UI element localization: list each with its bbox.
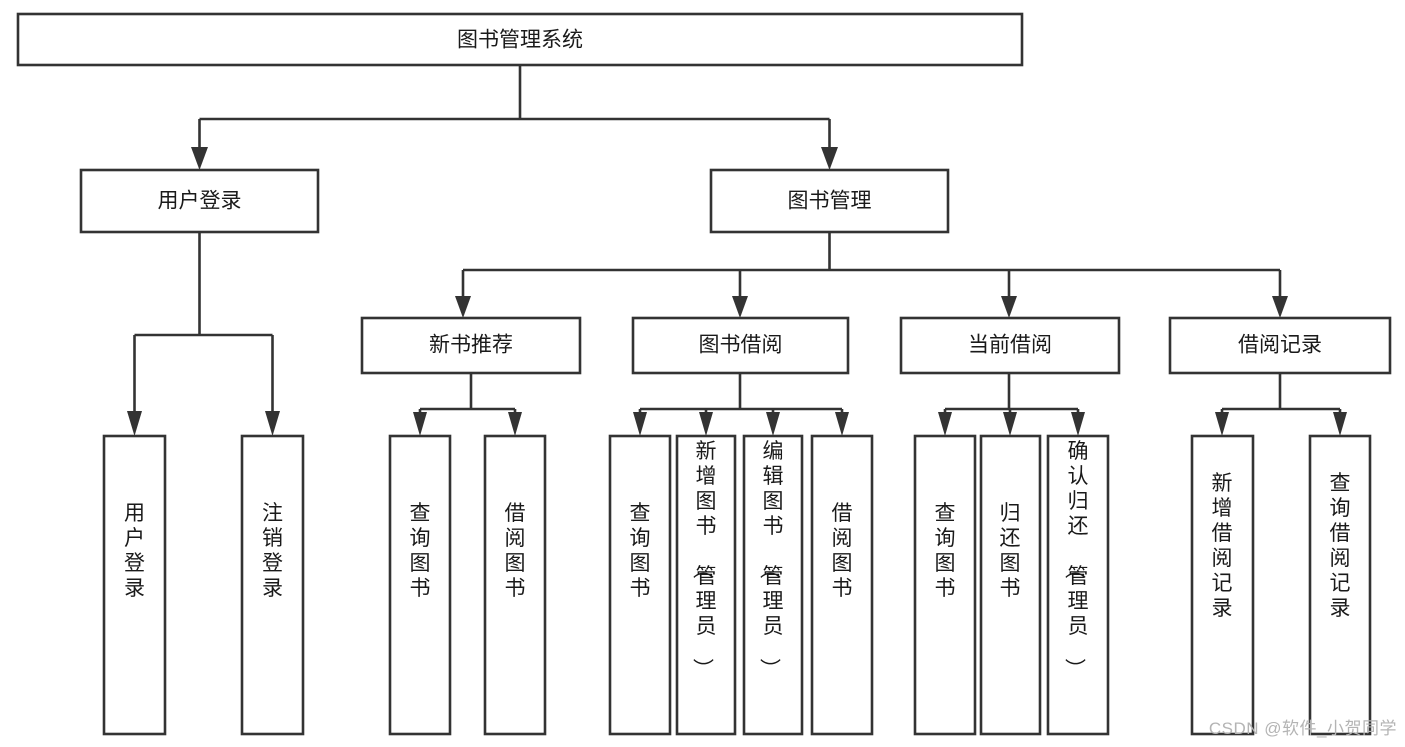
- leaf-query-book-1-box[interactable]: [388, 434, 452, 736]
- node-leaf-confirm-return[interactable]: 确认归还（管理员）: [1046, 434, 1110, 736]
- book-manage-label: 图书管理: [788, 190, 872, 213]
- leaf-add-book-box[interactable]: [675, 434, 737, 736]
- leaf-query-book-1-label: 查询图书: [410, 502, 431, 600]
- leaf-add-record-box[interactable]: [1190, 434, 1255, 736]
- user-login-label: 用户登录: [158, 190, 242, 213]
- node-leaf-query-record[interactable]: 查询借阅记录: [1308, 434, 1372, 736]
- leaf-add-record-label: 新增借阅记录: [1212, 472, 1233, 620]
- arrow-head-leaf-borrow-book-2: [835, 412, 849, 436]
- leaf-query-record-label: 查询借阅记录: [1330, 472, 1351, 620]
- arrow-head-book-borrow: [732, 296, 748, 318]
- arrow-head-leaf-query-book-3: [938, 412, 952, 436]
- node-leaf-query-book-2[interactable]: 查询图书: [608, 434, 672, 736]
- leaf-user-logout-label: 注销登录: [262, 502, 283, 600]
- borrow-record-box[interactable]: [1168, 316, 1392, 375]
- node-current-borrow[interactable]: 当前借阅: [899, 316, 1121, 375]
- leaf-query-record-box[interactable]: [1308, 434, 1372, 736]
- leaf-query-book-3-label: 查询图书: [935, 502, 956, 600]
- arrow-head-user-login: [191, 147, 208, 170]
- node-book-manage[interactable]: 图书管理: [709, 168, 950, 234]
- node-new-book-rec[interactable]: 新书推荐: [360, 316, 582, 375]
- node-leaf-user-logout[interactable]: 注销登录: [240, 434, 305, 736]
- node-book-borrow[interactable]: 图书借阅: [631, 316, 850, 375]
- arrow-head-borrow-record: [1272, 296, 1288, 318]
- leaf-add-book-label: 新增图书（管理员）: [691, 440, 717, 679]
- root-box[interactable]: [16, 12, 1024, 67]
- leaf-user-login-box[interactable]: [102, 434, 167, 736]
- leaf-confirm-return-box[interactable]: [1046, 434, 1110, 736]
- book-manage-box[interactable]: [709, 168, 950, 234]
- arrow-head-leaf-user-login: [127, 411, 142, 436]
- node-root[interactable]: 图书管理系统: [16, 12, 1024, 67]
- leaf-return-book-label: 归还图书: [1000, 502, 1021, 600]
- new-book-rec-box[interactable]: [360, 316, 582, 375]
- leaf-borrow-book-2-label: 借阅图书: [832, 502, 853, 600]
- arrow-head-leaf-edit-book: [766, 412, 780, 436]
- arrow-head-book-manage: [821, 147, 838, 170]
- arrow-head-leaf-query-book-1: [413, 412, 427, 436]
- leaf-edit-book-box[interactable]: [742, 434, 804, 736]
- node-leaf-borrow-book-1[interactable]: 借阅图书: [483, 434, 547, 736]
- arrow-head-leaf-user-logout: [265, 411, 280, 436]
- node-leaf-query-book-3[interactable]: 查询图书: [913, 434, 977, 736]
- leaf-query-book-2-box[interactable]: [608, 434, 672, 736]
- new-book-rec-label: 新书推荐: [429, 334, 513, 357]
- leaf-edit-book-label: 编辑图书（管理员）: [758, 440, 784, 679]
- node-leaf-return-book[interactable]: 归还图书: [979, 434, 1042, 736]
- node-leaf-borrow-book-2[interactable]: 借阅图书: [810, 434, 874, 736]
- leaf-borrow-book-1-box[interactable]: [483, 434, 547, 736]
- leaf-borrow-book-2-box[interactable]: [810, 434, 874, 736]
- arrow-head-new-book-rec: [455, 296, 471, 318]
- leaf-confirm-return-label: 确认归还（管理员）: [1063, 440, 1089, 679]
- leaf-user-login-label: 用户登录: [124, 502, 145, 600]
- leaf-query-book-2-label: 查询图书: [630, 502, 651, 600]
- leaf-return-book-box[interactable]: [979, 434, 1042, 736]
- root-label: 图书管理系统: [457, 29, 583, 52]
- leaf-user-logout-box[interactable]: [240, 434, 305, 736]
- arrow-head-leaf-return-book: [1003, 412, 1017, 436]
- node-user-login[interactable]: 用户登录: [79, 168, 320, 234]
- node-leaf-add-record[interactable]: 新增借阅记录: [1190, 434, 1255, 736]
- arrow-head-current-borrow: [1001, 296, 1017, 318]
- current-borrow-label: 当前借阅: [968, 334, 1052, 357]
- leaf-query-book-3-box[interactable]: [913, 434, 977, 736]
- node-leaf-edit-book[interactable]: 编辑图书（管理员）: [742, 434, 804, 736]
- arrow-head-leaf-query-record: [1333, 412, 1347, 436]
- arrow-head-leaf-confirm-return: [1071, 412, 1085, 436]
- user-login-box[interactable]: [79, 168, 320, 234]
- arrow-head-leaf-query-book-2: [633, 412, 647, 436]
- arrow-head-leaf-add-book: [699, 412, 713, 436]
- book-borrow-box[interactable]: [631, 316, 850, 375]
- node-leaf-query-book-1[interactable]: 查询图书: [388, 434, 452, 736]
- node-borrow-record[interactable]: 借阅记录: [1168, 316, 1392, 375]
- connector-layer: [127, 65, 1347, 436]
- borrow-record-label: 借阅记录: [1238, 334, 1322, 357]
- book-borrow-label: 图书借阅: [699, 334, 783, 357]
- current-borrow-box[interactable]: [899, 316, 1121, 375]
- leaf-borrow-book-1-label: 借阅图书: [505, 502, 526, 600]
- node-leaf-user-login[interactable]: 用户登录: [102, 434, 167, 736]
- arrow-head-leaf-borrow-book-1: [508, 412, 522, 436]
- node-leaf-add-book[interactable]: 新增图书（管理员）: [675, 434, 737, 736]
- arrow-head-leaf-add-record: [1215, 412, 1229, 436]
